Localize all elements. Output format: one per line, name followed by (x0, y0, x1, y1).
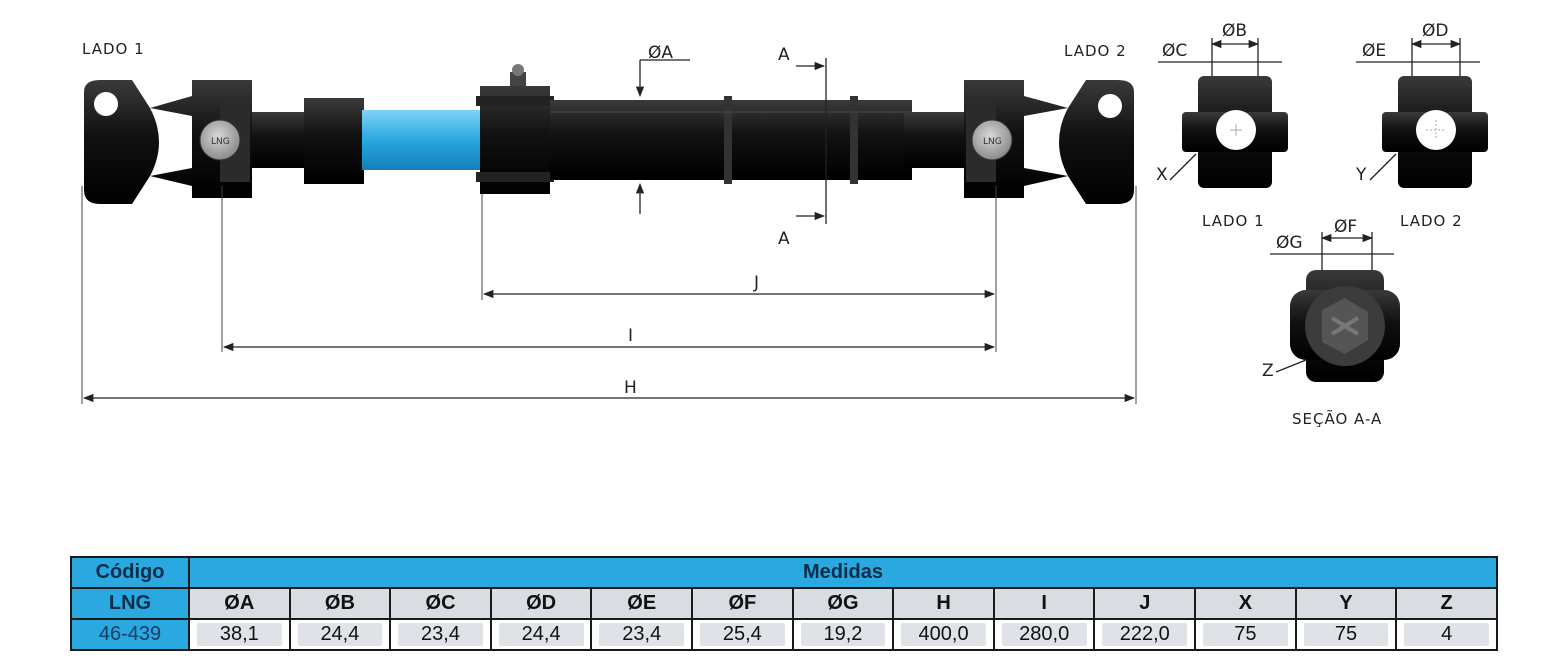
end-view-lado2: ØD ØE Y LADO 2 (1355, 21, 1488, 230)
value-cell: 75 (1194, 618, 1297, 651)
leader-y: Y (1355, 165, 1367, 185)
dim-i: I (222, 326, 996, 352)
value-text: 280,0 (1001, 623, 1087, 646)
value-text: 24,4 (297, 623, 383, 646)
caption-lado2: LADO 2 (1400, 212, 1463, 230)
value-text: 400,0 (901, 623, 986, 646)
brand-cell: LNG (70, 587, 190, 620)
dim-h-label: H (624, 378, 637, 398)
value-cell: 24,4 (288, 618, 392, 651)
blue-tube (362, 110, 486, 170)
col-header: ØF (691, 587, 794, 620)
col-header: ØA (188, 587, 291, 620)
code-header: Código (70, 556, 190, 589)
col-header: Y (1294, 587, 1398, 620)
table-header-row: Código Medidas (70, 556, 1498, 589)
value-text: 23,4 (599, 623, 685, 646)
value-cell: 222,0 (1093, 618, 1197, 651)
value-text: 25,4 (699, 623, 785, 646)
dim-h: H (82, 378, 1136, 403)
left-yoke-hole (94, 92, 118, 116)
caption-lado1: LADO 1 (1202, 212, 1265, 230)
value-cell: 23,4 (590, 618, 694, 651)
value-cell: 19,2 (791, 618, 895, 651)
value-cell: 24,4 (489, 618, 593, 651)
right-yoke-hole (1098, 94, 1122, 118)
value-text: 23,4 (398, 623, 483, 646)
center-collar (476, 86, 554, 194)
left-sleeve (304, 98, 364, 184)
dim-e-label: ØE (1362, 41, 1386, 61)
leader-x: X (1156, 165, 1168, 185)
grease-nipple (510, 64, 526, 86)
section-cut-marks: A A (778, 45, 827, 249)
left-shaft (252, 112, 308, 168)
col-header: ØC (389, 587, 492, 620)
spec-table: Código Medidas LNG ØA ØB ØC ØD ØE ØF ØG … (70, 556, 1498, 651)
value-text: 75 (1303, 623, 1389, 646)
lado1-label: LADO 1 (82, 40, 145, 58)
dim-j: J (482, 273, 996, 299)
col-header: X (1194, 587, 1297, 620)
right-shaft (904, 112, 974, 168)
measures-header: Medidas (188, 556, 1498, 589)
value-cell: 400,0 (892, 618, 995, 651)
col-header: Z (1395, 587, 1498, 620)
section-mark-top: A (778, 45, 790, 65)
dim-b-label: ØB (1222, 21, 1247, 41)
dim-f-label: ØF (1334, 217, 1357, 237)
col-header: I (992, 587, 1096, 620)
col-header: ØG (791, 587, 895, 620)
col-header: J (1093, 587, 1197, 620)
lado2-label: LADO 2 (1064, 42, 1127, 60)
section-view-aa: ØF ØG Z SEÇÃO A-A (1262, 217, 1400, 428)
value-text: 38,1 (196, 623, 282, 646)
section-mark-bottom: A (778, 229, 790, 249)
dim-c-label: ØC (1162, 41, 1187, 61)
right-hub-cap: LNG (971, 119, 1013, 161)
dim-g-label: ØG (1276, 233, 1303, 253)
extension-lines (81, 186, 1137, 404)
left-hub-text: LNG (211, 137, 230, 147)
col-header: H (892, 587, 995, 620)
dim-d-label: ØD (1422, 21, 1448, 41)
col-header: ØB (288, 587, 392, 620)
col-header: ØE (590, 587, 694, 620)
value-cell: 280,0 (992, 618, 1096, 651)
col-header: ØD (489, 587, 593, 620)
end-view-lado1: ØB ØC X LADO 1 (1156, 21, 1288, 230)
left-hub-cap: LNG (199, 119, 241, 161)
caption-section-aa: SEÇÃO A-A (1292, 409, 1382, 428)
value-text: 75 (1203, 623, 1288, 646)
value-cell: 23,4 (389, 618, 492, 651)
product-code: 46-439 (70, 618, 190, 651)
table-columns-row: LNG ØA ØB ØC ØD ØE ØF ØG H I J X Y Z (70, 587, 1498, 620)
dim-a-label: ØA (648, 43, 673, 63)
leader-z: Z (1262, 361, 1274, 381)
value-cell: 75 (1294, 618, 1398, 651)
dim-j-label: J (753, 273, 759, 293)
dim-i-label: I (628, 326, 633, 346)
table-row: 46-439 38,1 24,4 23,4 24,4 23,4 25,4 19,… (70, 618, 1498, 651)
value-cell: 4 (1395, 618, 1498, 651)
value-cell: 38,1 (188, 618, 291, 651)
dim-a-callout: ØA (635, 43, 690, 214)
value-text: 4 (1404, 623, 1490, 646)
value-text: 19,2 (800, 623, 886, 646)
main-tube (550, 96, 912, 184)
right-hub-text: LNG (983, 137, 1002, 147)
value-text: 222,0 (1102, 623, 1188, 646)
value-cell: 25,4 (691, 618, 794, 651)
value-text: 24,4 (498, 623, 584, 646)
driveshaft-drawing: LADO 1 LADO 2 LNG (81, 21, 1488, 428)
